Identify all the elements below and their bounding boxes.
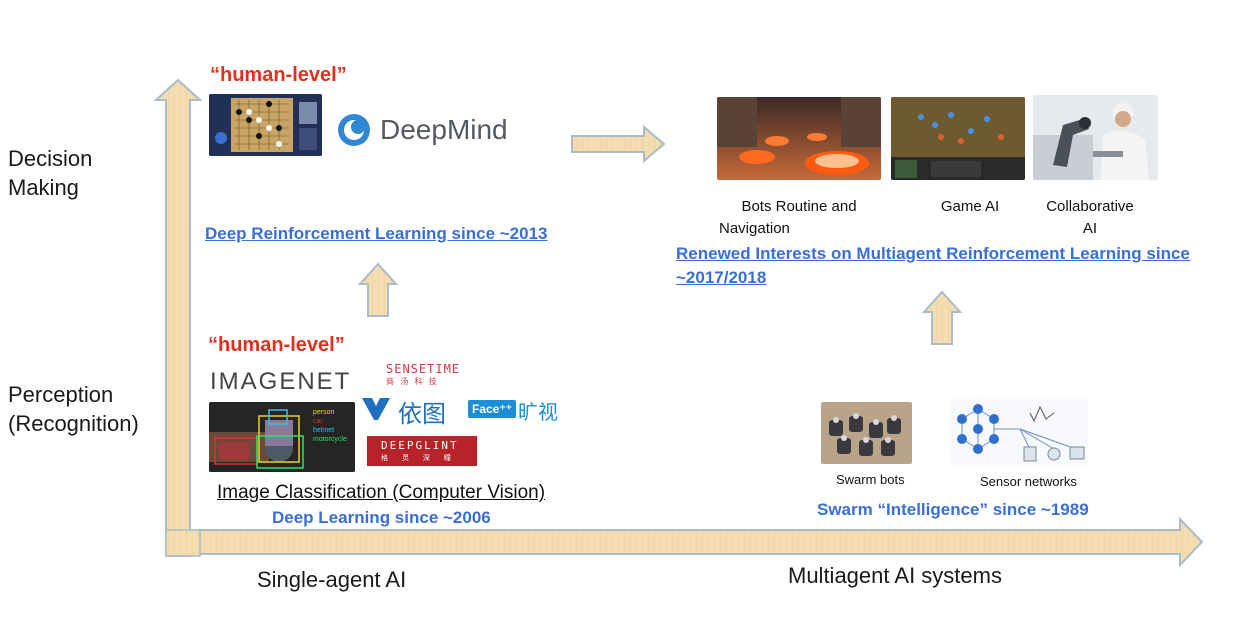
x-axis-label-right: Multiagent AI systems (788, 563, 1002, 588)
caption-collaborative-ai-line1: Collaborative (1046, 198, 1134, 215)
milestone-marl[interactable]: Renewed Interests on Multiagent Reinforc… (676, 242, 1190, 290)
warehouse-robots-picture (717, 97, 881, 180)
strategy-game-picture (891, 97, 1025, 180)
detection-labels: person car helmet motorcycle (313, 408, 347, 444)
detection-label-person: person (313, 409, 335, 416)
caption-collaborative-ai: Collaborative AI (1030, 196, 1150, 240)
progress-arrow-up-multi (921, 290, 963, 345)
swarm-bots-image (821, 402, 912, 464)
y-axis-label-high: Decision Making (8, 144, 92, 202)
caption-bots-routine-line2: Navigation (719, 220, 790, 237)
deepmind-logo-icon (338, 114, 370, 146)
imagenet-logo: IMAGENET (210, 368, 352, 395)
human-level-tag-perception: “human-level” (208, 334, 345, 356)
swarm-robots-picture (821, 402, 912, 464)
deepmind-logo (336, 112, 372, 148)
progress-arrow-right (571, 124, 666, 164)
collaborative-ai-image (1033, 95, 1158, 180)
milestone-deep-learning: Deep Learning since ~2006 (272, 508, 491, 527)
y-axis-label-high-line2: Making (8, 175, 79, 200)
caption-sensor-networks: Sensor networks (980, 474, 1077, 489)
go-board-picture (209, 94, 322, 156)
caption-collaborative-ai-line2: AI (1082, 220, 1098, 237)
deepglint-logo-text: DEEPGLINT (381, 439, 459, 452)
milestone-swarm-intelligence: Swarm “Intelligence” since ~1989 (817, 500, 1089, 519)
sensetime-logo: SENSETIME 商 汤 科 技 (386, 362, 460, 387)
sensor-network-image (950, 399, 1088, 465)
milestone-marl-line1: Renewed Interests on Multiagent Reinforc… (676, 244, 1190, 263)
deepglint-logo-cn: 格 灵 深 瞳 (381, 455, 457, 462)
detection-scene-picture (209, 402, 355, 472)
go-game-image (209, 94, 322, 156)
horizontal-axis-arrow (197, 516, 1204, 568)
deepmind-logo-text: DeepMind (380, 114, 508, 145)
sensor-network-picture (957, 404, 1085, 462)
human-level-tag-decision: “human-level” (210, 64, 347, 86)
yitu-logo-text: 依图 (398, 400, 446, 428)
y-axis-label-low: Perception (Recognition) (8, 380, 139, 438)
x-axis-label-left: Single-agent AI (257, 567, 407, 592)
deepglint-logo: DEEPGLINT 格 灵 深 瞳 (367, 436, 477, 466)
detection-label-motorcycle: motorcycle (313, 436, 347, 443)
image-classification-caption: Image Classification (Computer Vision) (217, 482, 546, 503)
y-axis-label-low-line1: Perception (8, 382, 114, 407)
sensetime-logo-text: SENSETIME (386, 362, 461, 376)
caption-bots-routine: Bots Routine and Navigation (704, 196, 894, 240)
object-detection-image: person car helmet motorcycle (209, 402, 355, 472)
yitu-logo-icon (362, 398, 390, 420)
human-robot-collaboration-picture (1033, 95, 1158, 180)
caption-swarm-bots: Swarm bots (836, 472, 905, 487)
vertical-axis-arrow (153, 78, 203, 557)
progress-arrow-up-single (357, 262, 399, 317)
milestone-deep-rl[interactable]: Deep Reinforcement Learning since ~2013 (205, 224, 548, 243)
game-ai-image (891, 97, 1025, 180)
y-axis-label-high-line1: Decision (8, 146, 93, 171)
megvii-logo-text: 旷视 (518, 400, 558, 424)
caption-game-ai: Game AI (940, 198, 1000, 215)
detection-label-car: car (313, 418, 323, 425)
yitu-logo (362, 396, 390, 422)
sensetime-logo-cn: 商 汤 科 技 (386, 377, 439, 386)
milestone-marl-line2: ~2017/2018 (676, 268, 767, 287)
warehouse-robots-image (717, 97, 881, 180)
detection-label-helmet: helmet (313, 427, 335, 434)
caption-bots-routine-line1: Bots Routine and (741, 198, 857, 215)
faceplusplus-logo: Face⁺⁺ (468, 400, 517, 418)
y-axis-label-low-line2: (Recognition) (8, 411, 139, 436)
